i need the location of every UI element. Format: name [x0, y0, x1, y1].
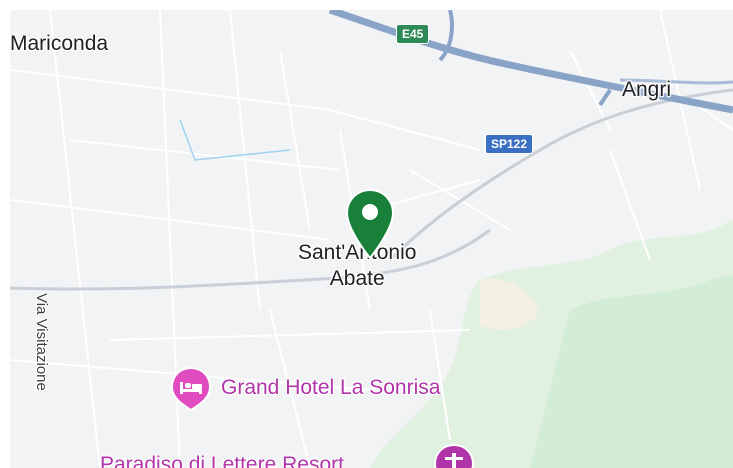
minor-streets [10, 10, 733, 468]
place-label-mariconda[interactable]: Mariconda [10, 32, 109, 55]
road-shield-e45: E45 [396, 24, 430, 44]
secondary-roads [10, 88, 733, 291]
highway-e45 [328, 10, 733, 114]
road-shield-sp122: SP122 [485, 134, 534, 154]
place-label-center[interactable]: Sant'Antonio Abate [298, 240, 416, 292]
map-view[interactable]: E45 SP122 Mariconda Angri Sant'Antonio A… [10, 10, 733, 468]
place-label-center-line1: Sant'Antonio [298, 241, 417, 264]
map-base-layer [10, 10, 733, 468]
place-label-center-line2: Abate [329, 267, 385, 290]
stream [179, 119, 291, 161]
location-pin-icon[interactable] [345, 188, 395, 260]
sand-area [480, 279, 540, 330]
resort-icon[interactable] [433, 443, 475, 468]
poi-label-hotel[interactable]: Grand Hotel La Sonrisa [221, 376, 441, 399]
hotel-bed-icon[interactable] [170, 366, 212, 412]
place-label-angri[interactable]: Angri [622, 78, 672, 101]
park-area-dark [530, 275, 733, 468]
poi-label-resort[interactable]: Paradiso di Lettere Resort [100, 453, 344, 468]
street-label-via-visitazione: Via Visitazione [33, 293, 50, 391]
